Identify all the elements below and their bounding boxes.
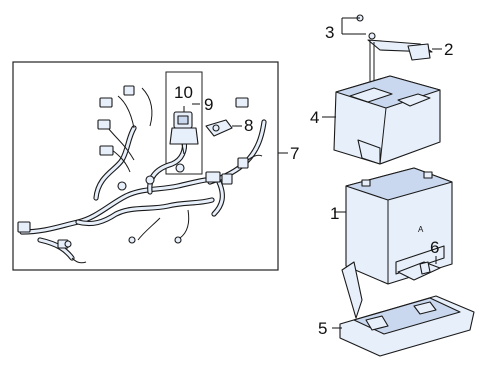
callout-1: 1 xyxy=(330,204,339,223)
ring-terminal xyxy=(174,236,182,244)
callout-7: 7 xyxy=(290,144,299,163)
callout-5: 5 xyxy=(318,319,327,338)
callout-10: 10 xyxy=(174,83,193,102)
harness-clip xyxy=(145,175,155,185)
callout-8: 8 xyxy=(244,116,253,135)
harness-connector-group xyxy=(17,85,249,249)
hold-down-assembly xyxy=(341,14,442,86)
hold-down-clamp xyxy=(407,43,431,61)
wire-harness-panel xyxy=(12,61,288,271)
svg-text:A: A xyxy=(418,225,424,234)
tray-bracket xyxy=(397,256,441,281)
battery-terminal xyxy=(423,171,433,179)
harness-clip xyxy=(175,163,185,173)
harness-connector xyxy=(235,97,249,108)
relay xyxy=(169,111,199,155)
battery-tray xyxy=(332,261,475,357)
harness-connector xyxy=(99,97,113,108)
harness-connector xyxy=(205,171,221,183)
callout-3: 3 xyxy=(325,23,334,42)
battery-insulator xyxy=(322,75,441,165)
callout-4: 4 xyxy=(310,108,319,127)
hold-down-bolt xyxy=(368,32,376,40)
callout-2: 2 xyxy=(444,40,453,59)
battery: A xyxy=(334,167,453,285)
harness-connector xyxy=(17,221,31,233)
callout-6: 6 xyxy=(430,238,439,257)
harness-connector xyxy=(237,157,249,169)
harness-wires xyxy=(19,87,267,264)
callout-9: 9 xyxy=(204,95,213,114)
ring-terminal xyxy=(64,240,72,248)
harness-connector xyxy=(221,173,233,185)
harness-clip xyxy=(117,181,127,191)
harness-frame xyxy=(12,61,279,271)
ring-terminal xyxy=(128,236,136,244)
harness-connector xyxy=(97,119,111,130)
harness-connector xyxy=(99,145,114,156)
battery-terminal xyxy=(361,179,371,187)
fuse-terminal xyxy=(205,119,233,137)
harness-connector xyxy=(123,85,135,96)
